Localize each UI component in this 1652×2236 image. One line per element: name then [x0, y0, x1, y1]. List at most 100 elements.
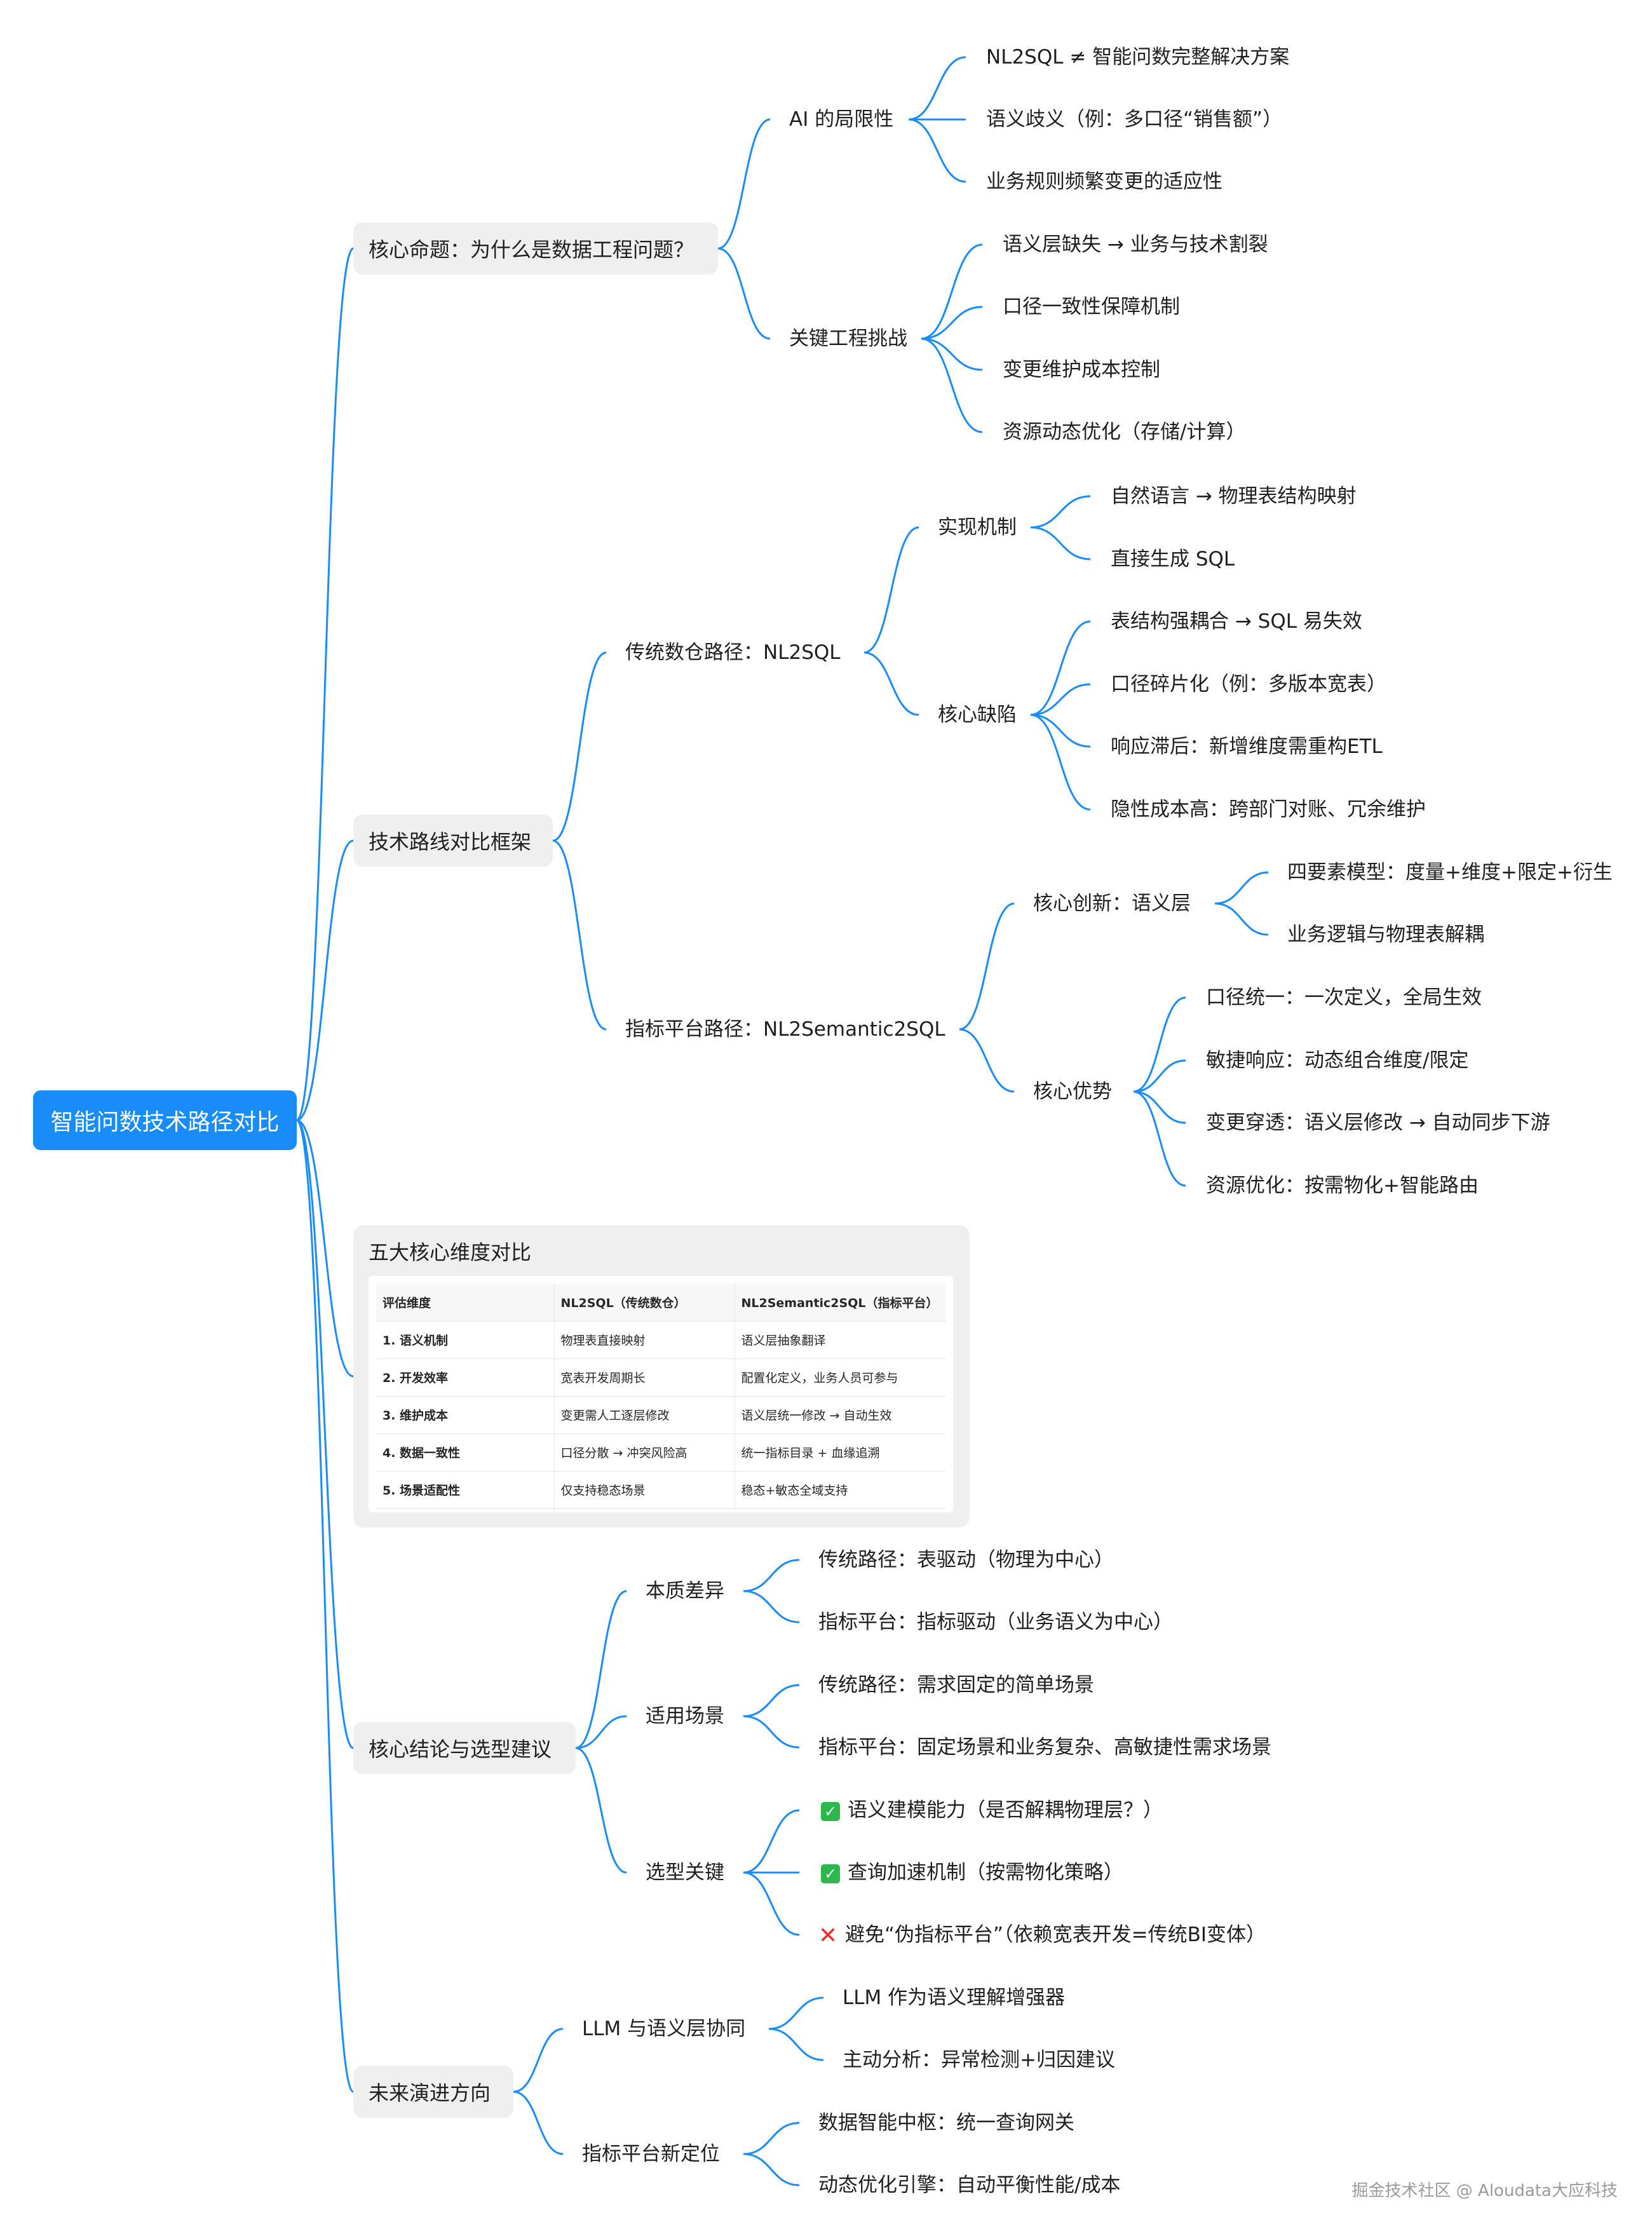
- connector-line: [743, 2122, 800, 2155]
- leaf-selection[interactable]: ✓ 语义建模能力（是否解耦物理层？）: [821, 1798, 1163, 1823]
- table-cell: 稳态+敏态全域支持: [735, 1471, 945, 1509]
- connector-line: [959, 902, 1015, 1031]
- table-row: 3. 维护成本 变更需人工逐层修改 语义层统一修改 → 自动生效: [376, 1396, 945, 1434]
- leaf-defect[interactable]: 口径碎片化（例：多版本宽表）: [1111, 673, 1386, 696]
- table-row: 4. 数据一致性 口径分散 → 冲突风险高 统一指标目录 + 血缘追溯: [376, 1433, 945, 1472]
- leaf-repositioning[interactable]: 数据智能中枢：统一查询网关: [818, 2111, 1074, 2134]
- connector-line: [513, 2028, 564, 2093]
- connector-line: [921, 337, 983, 371]
- leaf-innovation[interactable]: 四要素模型：度量+维度+限定+衍生: [1287, 861, 1613, 884]
- connector-line: [296, 1119, 354, 1749]
- table-cell: 3. 维护成本: [376, 1396, 555, 1434]
- leaf-challenge[interactable]: 口径一致性保障机制: [1003, 295, 1180, 318]
- node-core-defects[interactable]: 核心缺陷: [938, 703, 1017, 726]
- leaf-defect[interactable]: 隐性成本高：跨部门对账、冗余维护: [1111, 798, 1426, 821]
- check-mark-icon: ✓: [821, 1801, 840, 1821]
- leaf-implementation[interactable]: 直接生成 SQL: [1111, 548, 1235, 571]
- root-node[interactable]: 智能问数技术路径对比: [33, 1090, 297, 1150]
- connector-line: [552, 651, 607, 842]
- connector-line: [575, 1590, 627, 1749]
- connector-line: [863, 526, 919, 654]
- comparison-table: 评估维度 NL2SQL（传统数仓） NL2Semantic2SQL（指标平台） …: [376, 1284, 945, 1509]
- table-header: NL2Semantic2SQL（指标平台）: [735, 1284, 945, 1322]
- table-cell: 5. 场景适配性: [376, 1471, 555, 1509]
- node-ai-limits[interactable]: AI 的局限性: [789, 108, 894, 131]
- leaf-defect[interactable]: 响应滞后：新增维度需重构ETL: [1111, 735, 1383, 758]
- leaf-advantage[interactable]: 敏捷响应：动态组合维度/限定: [1206, 1049, 1469, 1072]
- connector-line: [295, 1119, 355, 2093]
- node-llm-synergy[interactable]: LLM 与语义层协同: [582, 2017, 746, 2040]
- leaf-ai-limit[interactable]: NL2SQL ≠ 智能问数完整解决方案: [986, 46, 1290, 69]
- leaf-challenge[interactable]: 语义层缺失 → 业务与技术割裂: [1003, 233, 1268, 256]
- table-cell: 语义层统一修改 → 自动生效: [735, 1396, 945, 1434]
- node-selection-keys[interactable]: 选型关键: [646, 1861, 724, 1884]
- table-header: NL2SQL（传统数仓）: [554, 1284, 735, 1322]
- leaf-challenge[interactable]: 变更维护成本控制: [1003, 358, 1160, 381]
- connector-line: [575, 1715, 627, 1749]
- connector-line: [1030, 620, 1091, 716]
- watermark: 掘金技术社区 @ Aloudata大应科技: [1351, 2181, 1618, 2200]
- node-core-innovation[interactable]: 核心创新：语义层: [1033, 892, 1191, 915]
- table-cell: 统一指标目录 + 血缘追溯: [735, 1433, 945, 1472]
- node-traditional-route[interactable]: 传统数仓路径：NL2SQL: [625, 641, 841, 664]
- node-core-advantages[interactable]: 核心优势: [1033, 1080, 1112, 1103]
- branch-future[interactable]: 未来演进方向: [353, 2066, 513, 2118]
- connector-line: [1030, 526, 1091, 560]
- connector-line: [908, 118, 966, 183]
- selection-text: 语义建模能力（是否解耦物理层？）: [848, 1799, 1163, 1822]
- leaf-scenario[interactable]: 指标平台：固定场景和业务复杂、高敏捷性需求场景: [818, 1736, 1271, 1759]
- leaf-advantage[interactable]: 资源优化：按需物化+智能路由: [1206, 1174, 1479, 1197]
- leaf-llm[interactable]: 主动分析：异常检测+归因建议: [843, 2049, 1115, 2071]
- branch-tech-route[interactable]: 技术路线对比框架: [353, 815, 553, 867]
- leaf-repositioning[interactable]: 动态优化引擎：自动平衡性能/成本: [818, 2174, 1121, 2197]
- leaf-scenario[interactable]: 传统路径：需求固定的简单场景: [818, 1674, 1094, 1697]
- connector-line: [1214, 902, 1269, 936]
- branch-comparison-table[interactable]: 五大核心维度对比 评估维度 NL2SQL（传统数仓） NL2Semantic2S…: [353, 1225, 970, 1528]
- connector-line: [921, 306, 983, 340]
- connector-line: [1133, 1090, 1186, 1124]
- node-metric-route[interactable]: 指标平台路径：NL2Semantic2SQL: [625, 1018, 945, 1041]
- branch-conclusion[interactable]: 核心结论与选型建议: [353, 1722, 576, 1774]
- connector-line: [743, 2153, 800, 2186]
- connector-line: [921, 337, 983, 433]
- connector-line: [743, 1809, 800, 1874]
- connector-line: [1030, 683, 1091, 716]
- connector-line: [513, 2090, 564, 2155]
- leaf-challenge[interactable]: 资源动态优化（存储/计算）: [1003, 421, 1246, 444]
- table-cell: 4. 数据一致性: [376, 1433, 555, 1472]
- cross-mark-icon: ✕: [818, 1922, 838, 1949]
- table-row: 5. 场景适配性 仅支持稳态场景 稳态+敏态全域支持: [376, 1471, 945, 1509]
- table-cell: 2. 开发效率: [376, 1359, 555, 1397]
- node-applicable-scenarios[interactable]: 适用场景: [646, 1705, 724, 1728]
- leaf-advantage[interactable]: 口径统一：一次定义，全局生效: [1206, 986, 1482, 1009]
- leaf-llm[interactable]: LLM 作为语义理解增强器: [843, 1986, 1066, 2009]
- node-platform-repositioning[interactable]: 指标平台新定位: [582, 2143, 720, 2165]
- leaf-innovation[interactable]: 业务逻辑与物理表解耦: [1287, 923, 1484, 946]
- node-engineering-challenges[interactable]: 关键工程挑战: [789, 327, 907, 350]
- table-header-row: 评估维度 NL2SQL（传统数仓） NL2Semantic2SQL（指标平台）: [376, 1284, 945, 1322]
- leaf-essence[interactable]: 传统路径：表驱动（物理为中心）: [818, 1548, 1114, 1571]
- node-implementation[interactable]: 实现机制: [938, 516, 1017, 539]
- connector-line: [552, 839, 607, 1031]
- table-cell: 配置化定义，业务人员可参与: [735, 1359, 945, 1397]
- connector-line: [908, 56, 966, 121]
- node-essence-difference[interactable]: 本质差异: [646, 1580, 724, 1602]
- leaf-selection[interactable]: ✓查询加速机制（按需物化策略）: [821, 1860, 1123, 1885]
- connector-line: [768, 2028, 824, 2061]
- leaf-advantage[interactable]: 变更穿透：语义层修改 → 自动同步下游: [1206, 1111, 1550, 1134]
- table-cell: 1. 语义机制: [376, 1321, 555, 1359]
- connector-line: [1030, 714, 1091, 811]
- leaf-essence[interactable]: 指标平台：指标驱动（业务语义为中心）: [818, 1611, 1173, 1634]
- leaf-implementation[interactable]: 自然语言 → 物理表结构映射: [1111, 485, 1357, 508]
- connector-line: [743, 1871, 800, 1936]
- connector-line: [1133, 1090, 1186, 1187]
- leaf-ai-limit[interactable]: 语义歧义（例：多口径“销售额”）: [986, 108, 1283, 131]
- connector-line: [296, 839, 354, 1121]
- connector-line: [717, 247, 771, 340]
- branch-core-question[interactable]: 核心命题：为什么是数据工程问题？: [353, 222, 718, 274]
- leaf-ai-limit[interactable]: 业务规则频繁变更的适应性: [986, 170, 1222, 193]
- connector-line: [296, 1119, 354, 1378]
- leaf-selection[interactable]: ✕避免“伪指标平台”（依赖宽表开发=传统BI变体）: [818, 1922, 1266, 1948]
- leaf-defect[interactable]: 表结构强耦合 → SQL 易失效: [1111, 610, 1362, 633]
